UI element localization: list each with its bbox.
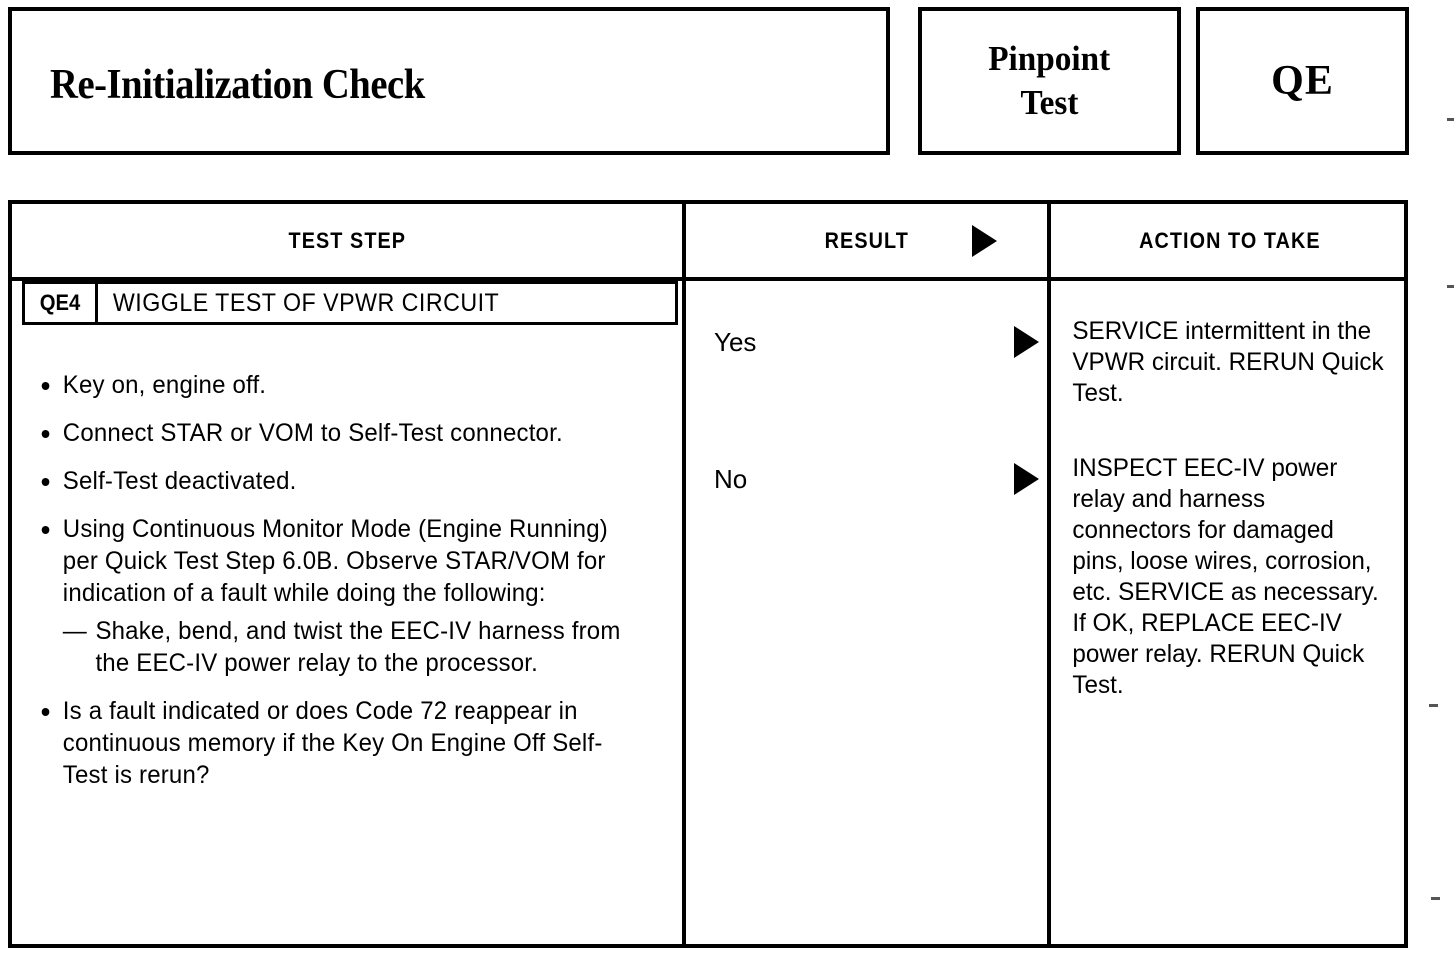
result-label-no: No [714, 464, 748, 494]
scan-mark [1447, 285, 1454, 288]
header-row-rule [12, 277, 1404, 281]
section-code-box: QE [1196, 7, 1409, 155]
step-id-row: QE4 WIGGLE TEST OF VPWR CIRCUIT [12, 281, 682, 325]
column-header-test-step: TEST STEP [12, 204, 682, 277]
list-item: Key on, engine off. [34, 369, 635, 401]
test-step-list: Key on, engine off. Connect STAR or VOM … [12, 329, 678, 807]
pinpoint-label-line1: Pinpoint [988, 39, 1111, 78]
column-divider-teststep-result [682, 204, 686, 944]
column-header-result: RESULT [686, 204, 1047, 277]
action-text-yes: SERVICE intermittent in the VPWR circuit… [1072, 317, 1384, 407]
column-divider-result-action [1047, 204, 1051, 944]
list-sub-item-text: Shake, bend, and twist the EEC-IV harnes… [95, 617, 621, 677]
step-id-label: QE4 [39, 290, 81, 315]
right-triangle-icon [972, 225, 997, 257]
scan-mark [1431, 897, 1440, 900]
list-item-text: Connect STAR or VOM to Self-Test connect… [62, 419, 563, 447]
result-label-yes: Yes [714, 327, 757, 357]
result-row-yes: Yes [686, 322, 1047, 362]
column-header-test-step-label: TEST STEP [288, 227, 406, 253]
scan-mark [1429, 704, 1438, 707]
column-header-action-label: ACTION TO TAKE [1138, 227, 1321, 253]
right-triangle-icon [1014, 463, 1039, 495]
list-item: Using Continuous Monitor Mode (Engine Ru… [34, 513, 635, 679]
column-header-action: ACTION TO TAKE [1051, 204, 1408, 277]
list-item: Connect STAR or VOM to Self-Test connect… [34, 417, 635, 449]
list-item: Is a fault indicated or does Code 72 rea… [34, 695, 635, 791]
right-triangle-icon [1014, 326, 1039, 358]
step-id-box: QE4 [22, 281, 98, 325]
list-item-text: Self-Test deactivated. [62, 467, 297, 495]
pinpoint-test-box: Pinpoint Test [918, 7, 1181, 155]
result-row-no: No [686, 459, 1047, 499]
page-title: Re-Initialization Check [50, 62, 425, 108]
list-item-text: Using Continuous Monitor Mode (Engine Ru… [62, 515, 608, 607]
action-text-no: INSPECT EEC-IV power relay and harness c… [1072, 454, 1379, 699]
page-title-box: Re-Initialization Check [8, 7, 890, 155]
list-sub-item: Shake, bend, and twist the EEC-IV harnes… [63, 615, 635, 679]
list-item: Self-Test deactivated. [34, 465, 635, 497]
list-item-text: Is a fault indicated or does Code 72 rea… [62, 697, 603, 789]
section-code-label: QE [1271, 58, 1334, 104]
pinpoint-label-line2: Test [1020, 83, 1079, 122]
list-item-text: Key on, engine off. [62, 371, 267, 399]
step-title-label: WIGGLE TEST OF VPWR CIRCUIT [112, 288, 500, 317]
step-title-box: WIGGLE TEST OF VPWR CIRCUIT [98, 281, 678, 325]
pinpoint-test-table: TEST STEP RESULT ACTION TO TAKE QE4 WIGG… [8, 200, 1408, 948]
scan-mark [1447, 118, 1454, 121]
column-header-result-label: RESULT [824, 227, 909, 253]
